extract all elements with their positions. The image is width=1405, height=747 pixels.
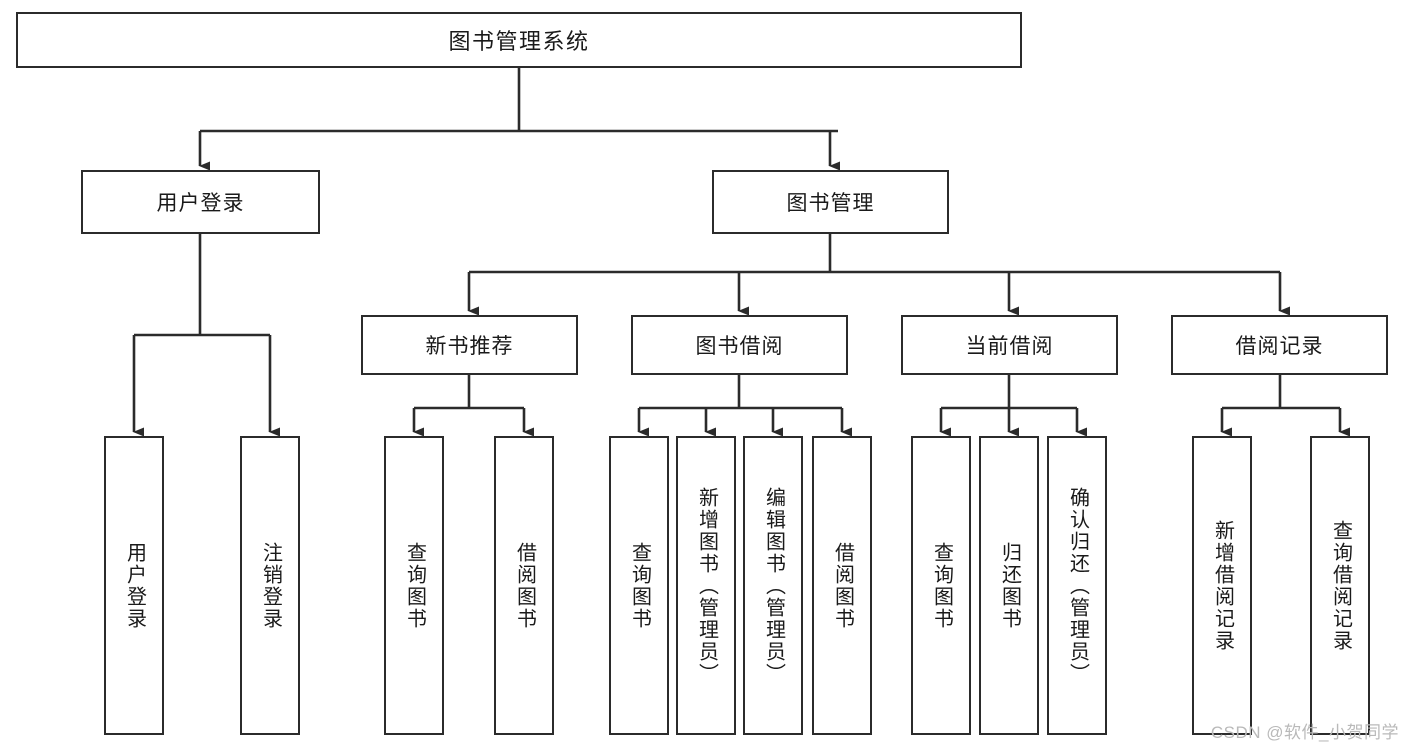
node-label: 注销登录: [259, 541, 282, 630]
node-label: 图书管理系统: [448, 29, 590, 54]
node-user-login[interactable]: 用户登录: [81, 170, 320, 234]
node-label: 新书推荐: [425, 335, 514, 358]
node-label: 查询图书: [403, 541, 426, 630]
leaf-edit-book-admin[interactable]: 编辑图书（管理员）: [743, 436, 803, 735]
node-book-borrow[interactable]: 图书借阅: [631, 315, 848, 375]
node-label: 图书借阅: [695, 335, 784, 358]
leaf-query-borrow-record[interactable]: 查询借阅记录: [1310, 436, 1370, 735]
node-label: 查询图书: [930, 541, 953, 630]
leaf-query-book-newbook[interactable]: 查询图书: [384, 436, 444, 735]
leaf-confirm-return-admin[interactable]: 确认归还（管理员）: [1047, 436, 1107, 735]
leaf-return-book[interactable]: 归还图书: [979, 436, 1039, 735]
node-label: 确认归还（管理员）: [1066, 486, 1089, 685]
node-label: 编辑图书（管理员）: [762, 486, 785, 685]
node-borrow-record[interactable]: 借阅记录: [1171, 315, 1388, 375]
leaf-borrow-book-newbook[interactable]: 借阅图书: [494, 436, 554, 735]
node-label: 新增图书（管理员）: [695, 486, 718, 685]
leaf-logout[interactable]: 注销登录: [240, 436, 300, 735]
node-book-management[interactable]: 图书管理: [712, 170, 949, 234]
leaf-add-book-admin[interactable]: 新增图书（管理员）: [676, 436, 736, 735]
node-label: 用户登录: [156, 192, 245, 215]
node-label: 借阅图书: [513, 541, 536, 630]
leaf-query-book-borrow[interactable]: 查询图书: [609, 436, 669, 735]
leaf-borrow-book[interactable]: 借阅图书: [812, 436, 872, 735]
watermark: CSDN @软件_小贺同学: [1210, 723, 1399, 742]
node-label: 借阅记录: [1235, 335, 1324, 358]
node-root-system[interactable]: 图书管理系统: [16, 12, 1022, 68]
leaf-query-book-current[interactable]: 查询图书: [911, 436, 971, 735]
node-label: 查询图书: [628, 541, 651, 630]
leaf-user-login[interactable]: 用户登录: [104, 436, 164, 735]
node-label: 归还图书: [998, 541, 1021, 630]
node-label: 当前借阅: [965, 335, 1054, 358]
node-current-borrow[interactable]: 当前借阅: [901, 315, 1118, 375]
node-label: 借阅图书: [831, 541, 854, 630]
node-label: 查询借阅记录: [1329, 519, 1352, 652]
node-label: 新增借阅记录: [1211, 519, 1234, 652]
leaf-add-borrow-record[interactable]: 新增借阅记录: [1192, 436, 1252, 735]
node-label: 用户登录: [123, 541, 146, 630]
node-new-book-recommend[interactable]: 新书推荐: [361, 315, 578, 375]
node-label: 图书管理: [786, 192, 875, 215]
